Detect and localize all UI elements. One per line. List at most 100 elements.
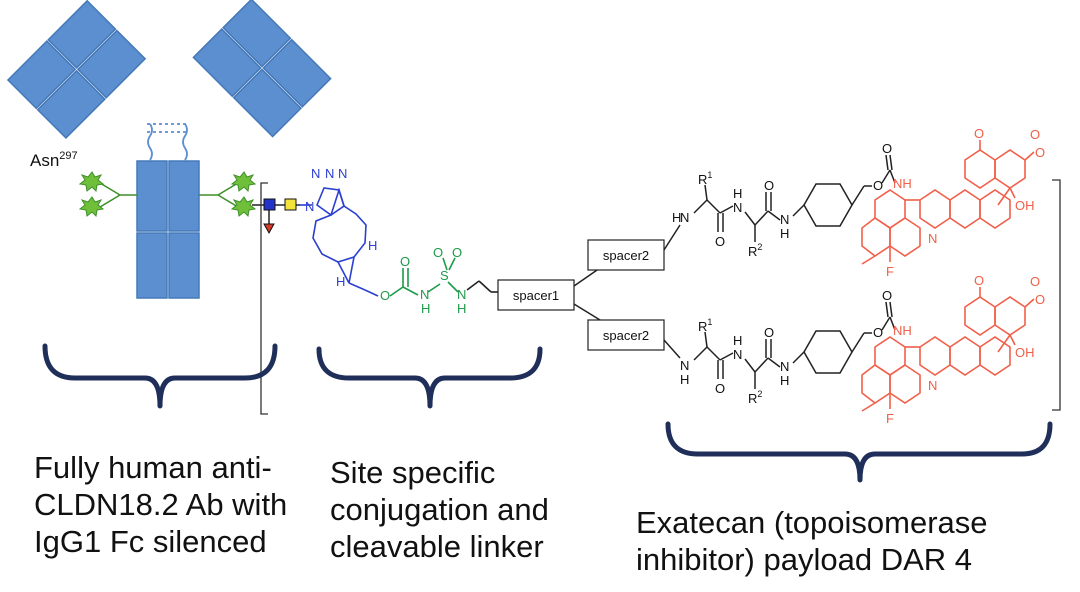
fab-domain xyxy=(6,40,77,110)
glycan-star-icon xyxy=(230,171,257,193)
ring-o-atom: O xyxy=(974,273,984,288)
amide-h-atom: H xyxy=(780,373,789,388)
caption-line: CLDN18.2 Ab with xyxy=(34,487,288,522)
fab-domain xyxy=(36,69,106,140)
branch-bond-lower xyxy=(573,303,601,321)
carbamate-o-atom: O xyxy=(873,325,883,340)
bcn-h-atom: H xyxy=(368,238,377,253)
spacer2-box xyxy=(587,239,665,271)
ring-o-atom: O xyxy=(974,126,984,141)
r1-label: R1 xyxy=(698,317,712,334)
carbonyl-o-atom: O xyxy=(715,381,725,396)
sulfamide-n-atom: N xyxy=(420,287,429,302)
fab-domain xyxy=(222,0,292,68)
peptide-chain xyxy=(663,154,896,251)
payload-atoms: R1 R2 R1 R2 N H N H N H O O O O N H N H … xyxy=(672,141,892,406)
caption-line: Fully human anti- xyxy=(34,450,272,485)
payload-brace xyxy=(665,421,1053,483)
fc-region xyxy=(136,160,200,299)
bcn-h-atom: H xyxy=(336,274,345,289)
amide-h-atom: H xyxy=(680,372,689,387)
fab-domain xyxy=(262,38,332,108)
right-bracket xyxy=(1052,179,1061,411)
spacer1-box: spacer1 xyxy=(497,279,575,311)
linker-structure xyxy=(300,187,498,297)
caption-line: Exatecan (topoisomerase xyxy=(636,505,988,540)
conjugation-sugars xyxy=(252,198,300,235)
amide-n-atom: N xyxy=(733,347,742,362)
peptide-chain xyxy=(663,301,896,389)
carbonyl-o-atom: O xyxy=(764,178,774,193)
fab-domain xyxy=(47,0,117,70)
left-glycan xyxy=(99,182,137,208)
triazole-n-atom: N xyxy=(325,166,334,181)
sugar-triangle-red-icon xyxy=(263,223,275,235)
amide-n-atom: N xyxy=(680,358,689,373)
r2-label: R2 xyxy=(748,242,762,259)
carbonyl-o-atom: O xyxy=(715,234,725,249)
amide-h-atom: H xyxy=(672,210,681,225)
payload-upper: spacer2 xyxy=(587,140,1035,271)
sulfamide-n-atom: N xyxy=(457,287,466,302)
sulfamide-s-atom: S xyxy=(440,268,449,283)
fab-domain xyxy=(192,28,262,98)
exatecan-core xyxy=(861,287,1035,412)
spacer2-label: spacer2 xyxy=(603,328,649,343)
carbamate-o-atom: O xyxy=(380,288,390,303)
sulfonyl-o-atom: O xyxy=(452,245,462,260)
fc-domain xyxy=(168,160,200,232)
oh-label: OH xyxy=(1015,198,1035,213)
caption-line: inhibitor) payload DAR 4 xyxy=(636,542,973,577)
caption-line: cleavable linker xyxy=(330,529,544,564)
caption-line: IgG1 Fc silenced xyxy=(34,524,267,559)
left-bracket xyxy=(260,182,268,415)
spacer2-box xyxy=(587,319,665,351)
fc-domain xyxy=(136,232,168,299)
lactone-o-atom: O xyxy=(1030,274,1040,289)
oh-label: OH xyxy=(1015,345,1035,360)
antibody-caption: Fully human anti- CLDN18.2 Ab with IgG1 … xyxy=(34,449,287,560)
exatecan-core xyxy=(861,140,1035,265)
nh-label: NH xyxy=(893,323,912,338)
carbonyl-o-atom: O xyxy=(764,325,774,340)
amide-n-atom: N xyxy=(780,359,789,374)
spacer2-label: spacer2 xyxy=(603,248,649,263)
left-fab-arm xyxy=(6,0,147,140)
glycan-star-icon xyxy=(78,196,105,218)
carbamate-o-atom: O xyxy=(873,178,883,193)
branch-bond-upper xyxy=(573,267,601,287)
pyridine-n-atom: N xyxy=(928,378,937,393)
antibody: Asn297 xyxy=(6,0,332,299)
glycan-star-icon xyxy=(230,196,257,218)
fab-domain xyxy=(232,68,302,138)
triazole-n-atom: N xyxy=(305,199,314,214)
hinge-region xyxy=(147,123,188,161)
linker-brace xyxy=(316,346,543,409)
glycan-star-icon xyxy=(78,171,105,193)
triazole-n-atom: N xyxy=(338,166,347,181)
r1-label: R1 xyxy=(698,170,712,187)
right-fab-arm xyxy=(192,0,332,138)
lactone-o-atom: O xyxy=(1030,127,1040,142)
triazole-n-atom: N xyxy=(311,166,320,181)
amide-h-atom: H xyxy=(733,186,742,201)
carbonyl-o-atom: O xyxy=(882,141,892,156)
r2-label: R2 xyxy=(748,389,762,406)
spacer1-link xyxy=(466,280,498,293)
amide-h-atom: H xyxy=(780,226,789,241)
amide-n-atom: N xyxy=(680,210,689,225)
linker-atoms: N N N N H H O O N H S O O N H xyxy=(305,166,466,316)
glycan-site-label: Asn297 xyxy=(30,150,78,170)
nh-label: NH xyxy=(893,176,912,191)
right-glycan xyxy=(199,182,239,208)
sulfamide-h-atom: H xyxy=(421,301,430,316)
triazole-bcn xyxy=(300,187,379,297)
carbonyl-o-atom: O xyxy=(882,288,892,303)
caption-line: conjugation and xyxy=(330,492,549,527)
amide-n-atom: N xyxy=(733,200,742,215)
sugar-square-blue-icon xyxy=(263,198,276,211)
braces xyxy=(42,343,1053,483)
linker-caption: Site specific conjugation and cleavable … xyxy=(330,454,549,565)
sulfamide-h-atom: H xyxy=(457,301,466,316)
